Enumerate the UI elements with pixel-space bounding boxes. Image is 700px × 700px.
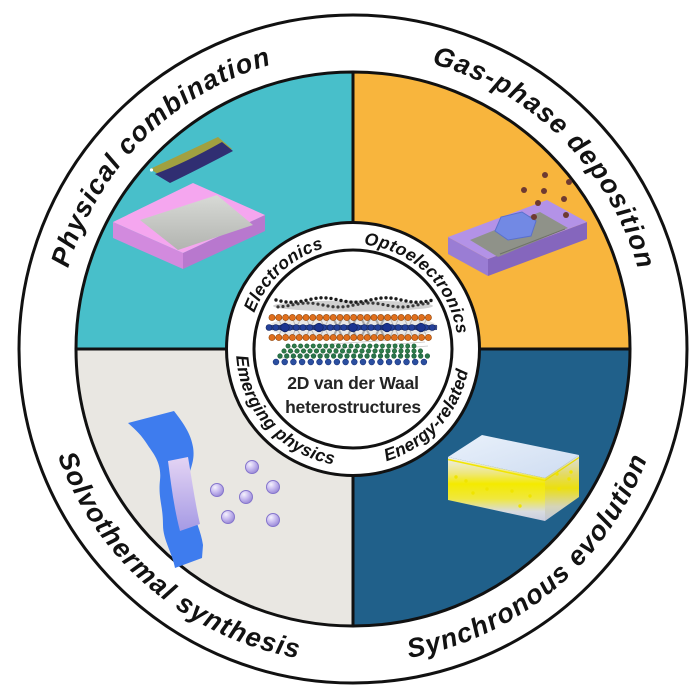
center-title-line1: 2D van der Waal xyxy=(287,373,419,393)
luminescent-crystal-illustration xyxy=(447,435,580,521)
gas-particle-dots xyxy=(521,172,572,220)
solution-nanoparticles xyxy=(210,460,280,527)
center-title-line2: heterostructures xyxy=(285,397,421,417)
emission-edge-line-side xyxy=(544,457,580,481)
pink-slab-front xyxy=(113,222,183,269)
emission-edge-line xyxy=(447,458,546,482)
substrate-front xyxy=(448,237,488,276)
ribbon-window xyxy=(168,457,200,531)
flake-highlight xyxy=(149,168,154,172)
pink-slab-side xyxy=(183,215,265,269)
solution-nanosheet-illustration xyxy=(128,411,280,568)
growth-area-line xyxy=(499,228,566,255)
gray-plate xyxy=(140,195,253,250)
vapor-deposition-illustration xyxy=(448,172,587,276)
substrate-side xyxy=(488,222,587,276)
atomic-layers xyxy=(265,296,436,366)
flake-back-layer xyxy=(150,137,232,177)
emission-dots xyxy=(454,470,573,508)
hexagonal-flake xyxy=(494,211,537,241)
stacked-flakes-illustration xyxy=(113,137,265,269)
heterostructure-atomic-model xyxy=(265,296,438,366)
flake-top-layer xyxy=(155,142,233,183)
crystal-top xyxy=(448,435,579,478)
